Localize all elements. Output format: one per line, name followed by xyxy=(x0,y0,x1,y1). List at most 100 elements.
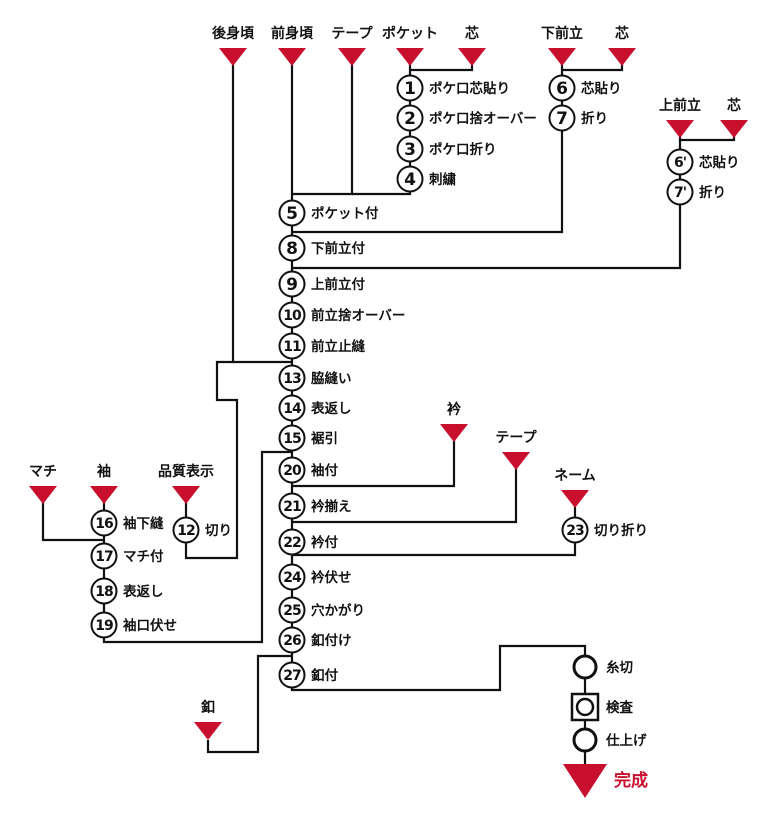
step-number-circle xyxy=(278,492,306,520)
finishing-label: 仕上げ xyxy=(605,732,647,749)
step-number-circle xyxy=(278,301,306,329)
thread-trim-label: 糸切 xyxy=(606,659,633,676)
input-label: 品質表示 xyxy=(158,463,214,480)
step-label: 下前立付 xyxy=(311,240,365,257)
input-label: 後身頃 xyxy=(212,25,255,42)
step-number-circle xyxy=(278,234,306,262)
step-label: 衿伏せ xyxy=(311,569,352,586)
step-number: 7' xyxy=(674,185,686,201)
step-number: 17 xyxy=(95,549,113,565)
step-label: 上前立付 xyxy=(311,276,365,293)
step-label: 芯貼り xyxy=(581,80,622,97)
step-number-circle xyxy=(278,424,306,452)
step-node: 17 マチ付 xyxy=(90,542,164,570)
input-label: 下前立 xyxy=(541,25,583,42)
step-node: 13 脇縫い xyxy=(278,364,352,392)
step-number-circle xyxy=(172,516,200,544)
step-number: 13 xyxy=(283,371,301,387)
input-label: テープ xyxy=(495,430,537,446)
step-label: 脇縫い xyxy=(311,370,352,387)
final-sequence: 糸切 検査 仕上げ 完成 xyxy=(563,654,648,798)
step-number: 23 xyxy=(566,523,584,539)
step-number-circle xyxy=(278,199,306,227)
step-number: 24 xyxy=(283,570,302,586)
step-number: 27 xyxy=(283,668,301,684)
step-number-circle xyxy=(278,528,306,556)
step-number: 7 xyxy=(556,109,568,129)
input-label: マチ xyxy=(29,464,57,480)
step-node: 7' 折り xyxy=(666,178,726,206)
input-label: 前身頃 xyxy=(271,25,314,42)
input-label: 釦 xyxy=(201,699,215,716)
material-inputs: 後身頃 前身頃 テープ ポケット 芯 下前立 芯 上前立 xyxy=(29,25,748,740)
step-node: 8 下前立付 xyxy=(278,234,365,262)
step-number: 8 xyxy=(286,239,298,259)
step-number: 11 xyxy=(283,339,301,355)
step-number: 6 xyxy=(556,79,568,99)
input-upper-front-placket: 上前立 xyxy=(659,97,701,138)
step-number-circle xyxy=(396,165,424,193)
input-triangle xyxy=(548,48,576,66)
input-triangle xyxy=(502,452,530,470)
step-number: 4 xyxy=(404,170,416,190)
input-pocket: ポケット xyxy=(382,25,438,66)
step-number-circle xyxy=(90,542,118,570)
input-triangle xyxy=(458,48,486,66)
step-number: 9 xyxy=(286,275,298,295)
input-triangle xyxy=(278,48,306,66)
step-number-circle xyxy=(278,394,306,422)
input-triangle xyxy=(338,48,366,66)
step-number-circle xyxy=(278,364,306,392)
step-number: 14 xyxy=(283,401,302,417)
step-label: 折り xyxy=(699,184,726,201)
input-triangle xyxy=(194,722,222,740)
step-node: 24 衿伏せ xyxy=(278,563,352,591)
input-triangle xyxy=(29,486,57,504)
step-node: 6 芯貼り xyxy=(548,74,622,102)
step-label: 表返し xyxy=(311,400,352,417)
step-node: 12 切り xyxy=(172,516,232,544)
input-gusset: マチ xyxy=(29,464,57,504)
step-label: マチ付 xyxy=(123,548,164,565)
input-triangle xyxy=(440,424,468,442)
complete-label: 完成 xyxy=(614,770,648,791)
input-triangle xyxy=(219,48,247,66)
step-node: 21 衿揃え xyxy=(278,492,352,520)
step-number: 21 xyxy=(283,499,301,515)
input-triangle xyxy=(720,120,748,138)
step-number: 25 xyxy=(283,603,301,619)
step-number-circle xyxy=(278,596,306,624)
step-label: 袖口伏せ xyxy=(123,617,177,634)
step-number-circle xyxy=(90,611,118,639)
input-core-1: 芯 xyxy=(458,25,486,66)
input-label: 衿 xyxy=(447,401,462,418)
step-number: 5 xyxy=(286,204,298,224)
input-tape-1: テープ xyxy=(331,26,374,66)
step-label: 折り xyxy=(581,110,608,127)
step-number: 20 xyxy=(283,463,302,479)
input-triangle xyxy=(608,48,636,66)
input-label: 上前立 xyxy=(659,97,701,114)
step-label: 釦付 xyxy=(311,667,338,684)
step-label: ポケ口折り xyxy=(429,141,497,158)
input-label: ポケット xyxy=(382,25,438,42)
step-label: 衿揃え xyxy=(311,498,352,515)
step-label: 袖下縫 xyxy=(123,515,164,532)
step-number: 10 xyxy=(283,308,302,324)
input-triangle xyxy=(666,120,694,138)
step-number-circle xyxy=(666,148,694,176)
input-quality-label: 品質表示 xyxy=(158,463,214,504)
input-triangle xyxy=(396,48,424,66)
step-number: 12 xyxy=(177,523,195,539)
step-number-circle xyxy=(396,74,424,102)
step-label: 切り xyxy=(205,523,232,539)
input-label: 袖 xyxy=(97,463,111,480)
